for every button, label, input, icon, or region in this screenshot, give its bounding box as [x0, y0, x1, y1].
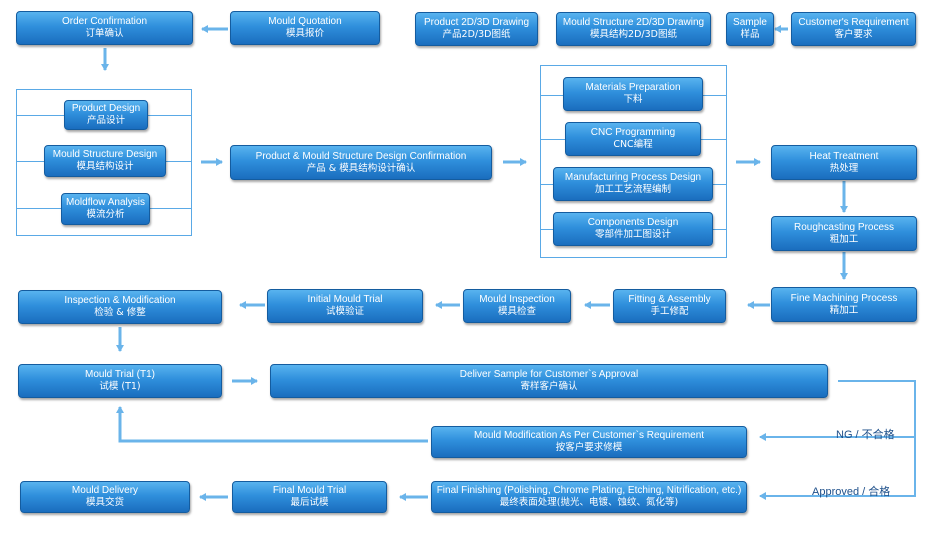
- node-label-zh: 最终表面处理(抛光、电镀、蚀纹、氮化等): [499, 497, 679, 508]
- node-roughcasting-process: Roughcasting Process 粗加工: [771, 216, 917, 251]
- node-label-zh: CNC编程: [613, 139, 653, 150]
- node-customer-requirement: Customer's Requirement 客户要求: [791, 12, 916, 46]
- node-label-en: Manufacturing Process Design: [564, 172, 702, 183]
- node-final-mould-trial: Final Mould Trial 最后试模: [232, 481, 387, 513]
- node-product-drawing: Product 2D/3D Drawing 产品2D/3D图纸: [415, 12, 538, 46]
- node-label-en: Deliver Sample for Customer`s Approval: [459, 369, 639, 380]
- node-label-en: CNC Programming: [590, 127, 676, 138]
- node-label-en: Components Design: [587, 217, 679, 228]
- node-label-en: Mould Quotation: [268, 16, 342, 27]
- node-label-zh: 模具报价: [285, 28, 324, 39]
- node-heat-treatment: Heat Treatment 热处理: [771, 145, 917, 180]
- design-group-frame: [16, 89, 192, 236]
- node-label-zh: 模具结构2D/3D图纸: [590, 29, 677, 40]
- node-label-en: Initial Mould Trial: [307, 294, 383, 305]
- node-label-en: Fitting & Assembly: [628, 294, 711, 305]
- node-label-en: Sample: [733, 17, 767, 28]
- connector-deliver-loop: [838, 380, 916, 497]
- node-label-zh: 试模验证: [325, 306, 364, 317]
- node-sample: Sample 样品: [726, 12, 774, 46]
- node-label-en: Materials Preparation: [585, 82, 681, 93]
- node-label-en: Fine Machining Process: [790, 292, 898, 304]
- node-label-zh: 精加工: [829, 304, 859, 316]
- edge-label-approved-en: Approved /: [812, 486, 869, 498]
- node-label-en: Inspection & Modification: [64, 295, 176, 306]
- node-label-zh: 订单确认: [85, 28, 124, 39]
- node-label-en: Roughcasting Process: [793, 221, 895, 233]
- node-label-zh: 试模 (T1): [99, 381, 141, 392]
- node-cnc-programming: CNC Programming CNC编程: [565, 122, 701, 156]
- node-label-en: Product 2D/3D Drawing: [423, 17, 530, 28]
- node-label-zh: 检验 & 修整: [94, 307, 146, 318]
- node-label-zh: 寄样客户确认: [520, 381, 578, 392]
- edge-label-ng-zh: 不合格: [861, 428, 895, 441]
- node-label-en: Order Confirmation: [61, 16, 148, 27]
- node-label-zh: 产品设计: [86, 115, 125, 126]
- node-label-zh: 产品2D/3D图纸: [442, 29, 511, 40]
- manufacturing-group-frame: [540, 65, 727, 258]
- node-mould-delivery: Mould Delivery 模具交货: [20, 481, 190, 513]
- node-label-en: Mould Inspection: [479, 294, 555, 305]
- node-moldflow-analysis: Moldflow Analysis 模流分析: [61, 193, 150, 225]
- edge-label-ng-en: NG /: [836, 429, 862, 441]
- node-label-zh: 下料: [623, 94, 643, 105]
- node-label-en: Mould Structure 2D/3D Drawing: [562, 17, 705, 28]
- node-label-en: Moldflow Analysis: [66, 197, 145, 208]
- node-product-design: Product Design 产品设计: [64, 100, 148, 130]
- node-label-en: Mould Structure Design: [52, 149, 158, 160]
- node-label-zh: 产品 & 模具结构设计确认: [306, 162, 416, 174]
- node-design-confirmation: Product & Mould Structure Design Confirm…: [230, 145, 492, 180]
- node-label-en: Mould Trial (T1): [84, 369, 155, 380]
- node-label-en: Final Mould Trial: [272, 485, 347, 496]
- node-manufacturing-process-design: Manufacturing Process Design 加工工艺流程编制: [553, 167, 713, 201]
- node-mould-structure-design: Mould Structure Design 模具结构设计: [44, 145, 166, 177]
- node-fitting-assembly: Fitting & Assembly 手工修配: [613, 289, 726, 323]
- node-components-design: Components Design 零部件加工图设计: [553, 212, 713, 246]
- node-inspection-modification: Inspection & Modification 检验 & 修整: [18, 290, 222, 324]
- node-order-confirmation: Order Confirmation 订单确认: [16, 11, 193, 45]
- node-deliver-sample: Deliver Sample for Customer`s Approval 寄…: [270, 364, 828, 398]
- node-initial-mould-trial: Initial Mould Trial 试模验证: [267, 289, 423, 323]
- node-materials-preparation: Materials Preparation 下料: [563, 77, 703, 111]
- node-label-zh: 模具结构设计: [76, 161, 134, 172]
- node-label-zh: 零部件加工图设计: [594, 229, 671, 240]
- arrow-modification-to-t1: [116, 406, 428, 443]
- edge-label-ng: NG / 不合格: [836, 426, 895, 442]
- node-label-zh: 模具交货: [85, 497, 124, 508]
- node-label-en: Customer's Requirement: [798, 17, 909, 28]
- edge-label-approved-zh: 合格: [868, 485, 891, 498]
- node-label-en: Final Finishing (Polishing, Chrome Plati…: [436, 485, 742, 496]
- node-label-zh: 手工修配: [650, 306, 689, 317]
- node-mould-inspection: Mould Inspection 模具检查: [463, 289, 571, 323]
- node-label-zh: 模具检查: [497, 306, 536, 317]
- node-label-zh: 按客户要求修模: [555, 442, 623, 453]
- node-final-finishing: Final Finishing (Polishing, Chrome Plati…: [431, 481, 747, 513]
- node-label-zh: 热处理: [829, 162, 859, 174]
- node-mould-structure-drawing: Mould Structure 2D/3D Drawing 模具结构2D/3D图…: [556, 12, 711, 46]
- node-label-en: Product Design: [71, 103, 141, 114]
- node-mould-quotation: Mould Quotation 模具报价: [230, 11, 380, 45]
- node-label-zh: 最后试模: [290, 497, 329, 508]
- node-label-en: Product & Mould Structure Design Confirm…: [255, 150, 467, 162]
- node-label-zh: 粗加工: [829, 233, 859, 245]
- node-label-zh: 样品: [740, 29, 760, 40]
- node-mould-trial-t1: Mould Trial (T1) 试模 (T1): [18, 364, 222, 398]
- node-label-en: Mould Delivery: [71, 485, 139, 496]
- node-label-zh: 加工工艺流程编制: [594, 184, 671, 195]
- edge-label-approved: Approved / 合格: [812, 483, 890, 499]
- node-label-zh: 模流分析: [86, 209, 125, 220]
- node-fine-machining-process: Fine Machining Process 精加工: [771, 287, 917, 322]
- node-mould-modification: Mould Modification As Per Customer`s Req…: [431, 426, 747, 458]
- node-label-en: Mould Modification As Per Customer`s Req…: [473, 430, 705, 441]
- node-label-zh: 客户要求: [834, 29, 873, 40]
- node-label-en: Heat Treatment: [809, 150, 879, 162]
